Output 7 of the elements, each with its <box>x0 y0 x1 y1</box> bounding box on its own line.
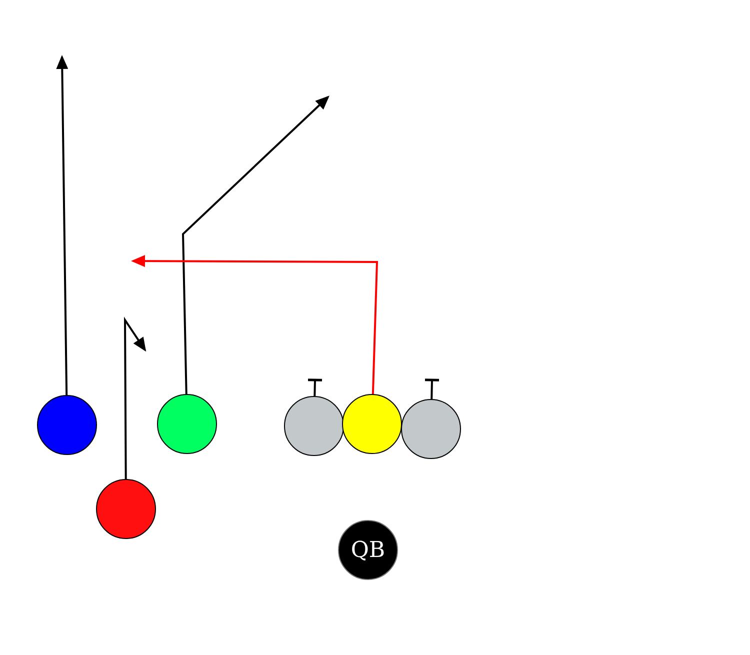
block-mark <box>424 378 440 400</box>
route-arrow <box>182 96 330 394</box>
route-arrow <box>56 55 68 396</box>
position-label: QB <box>350 538 386 562</box>
route-arrow <box>131 255 378 394</box>
route-arrow <box>124 316 146 479</box>
block-mark <box>306 378 324 396</box>
